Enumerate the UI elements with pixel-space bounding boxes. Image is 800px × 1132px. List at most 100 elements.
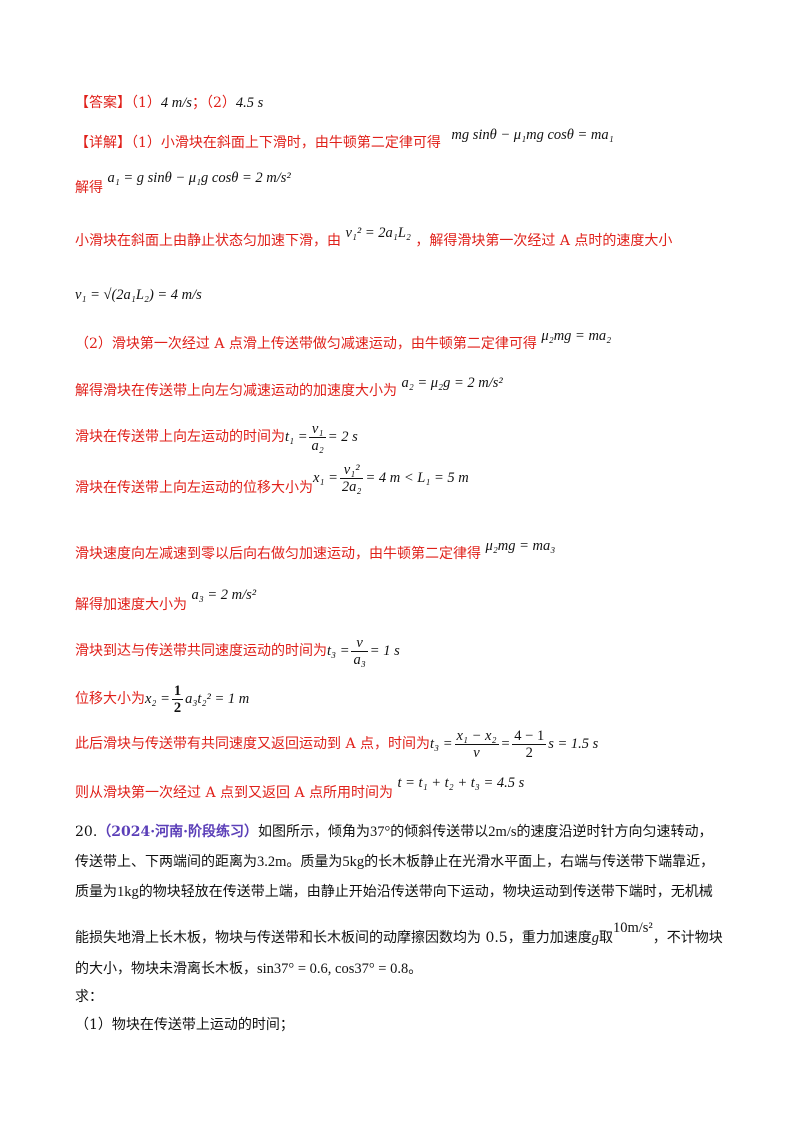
detail-line-4: v₁ = √(2a₁L₂) = 4 m/s	[75, 285, 202, 305]
problem-l4-a: 能损失地滑上长木板，物块与传送带和长木板间的动摩擦因数均为 0.5，重力加速度	[75, 930, 592, 946]
detail-l11-denominator: a₃	[353, 651, 366, 668]
problem-l5-a: 的大小，物块未滑离长木板，	[75, 961, 257, 977]
detail-l11-numerator: v	[351, 635, 368, 652]
detail-l8-denominator: 2a₂	[341, 478, 362, 495]
problem-l1-a: 如图所示，倾角为	[257, 824, 370, 840]
detail-l7-numerator: v₁	[309, 421, 326, 438]
detail-l12-rhs: a₃t₂² = 1 m	[185, 691, 250, 707]
detail-l13-numerator-2: 4 − 1	[512, 727, 547, 745]
problem-l2-b: 。质量为	[286, 854, 343, 870]
detail-l8-lhs: x₁ =	[313, 470, 338, 486]
detail-l1-equation: mg sinθ − μ₁mg cosθ = ma₁	[451, 127, 614, 143]
detail-line-9: 滑块速度向左减速到零以后向右做匀加速运动，由牛顿第二定律得 μ₂mg = ma₃	[75, 538, 555, 564]
problem-angle: 37°	[369, 824, 391, 840]
detail-l10-equation: a₃ = 2 m/s²	[191, 587, 257, 603]
answer-part1-label: （1）	[131, 95, 161, 111]
detail-l12-denominator: 2	[173, 699, 182, 716]
detail-line-6: 解得滑块在传送带上向左匀减速运动的加速度大小为 a₂ = μ₂g = 2 m/s…	[75, 375, 503, 401]
detail-l3-text-a: 小滑块在斜面上由静止状态匀加速下滑，由	[75, 233, 341, 249]
problem-l3-a: 质量为	[75, 884, 117, 900]
detail-l3-text-b: ，解得滑块第一次经过 A 点时的速度大小	[415, 233, 673, 249]
detail-line-2: 解得 a₁ = g sinθ − μ₁g cosθ = 2 m/s²	[75, 170, 291, 198]
detail-line-10: 解得加速度大小为 a₃ = 2 m/s²	[75, 587, 256, 615]
problem-l4-c: ，不计物块	[652, 930, 723, 946]
problem-gravity-symbol: g	[591, 930, 599, 946]
problem-q1-text: （1）物块在传送带上运动的时间；	[75, 1017, 294, 1033]
problem-trig-values: sin37° = 0.6, cos37° = 0.8	[257, 961, 409, 977]
detail-tag: 【详解】	[75, 135, 131, 151]
detail-l12-numerator: 1	[171, 682, 184, 700]
detail-l3-equation: v₁² = 2a₁L₂	[345, 225, 411, 241]
detail-line-3: 小滑块在斜面上由静止状态匀加速下滑，由 v₁² = 2a₁L₂ ，解得滑块第一次…	[75, 225, 673, 251]
detail-l12-text: 位移大小为	[75, 691, 145, 707]
problem-block-mass: 1kg	[117, 884, 139, 900]
detail-l13-equals: =	[500, 736, 511, 752]
problem-line-2: 传送带上、下两端间的距离为3.2m。质量为5kg的长木板静止在光滑水平面上，右端…	[75, 852, 714, 872]
detail-l10-text: 解得加速度大小为	[75, 597, 187, 613]
detail-l7-lhs: t₁ =	[285, 429, 308, 445]
problem-number: 20.	[75, 824, 98, 840]
problem-l5-b: 。	[408, 961, 423, 977]
answer-part2-label: （2）	[205, 95, 236, 111]
problem-belt-speed: 2m/s	[488, 824, 517, 840]
detail-l11-text: 滑块到达与传送带共同速度运动的时间为	[75, 643, 327, 659]
detail-l13-numerator-1: x₁ − x₂	[454, 727, 499, 745]
detail-l13-text: 此后滑块与传送带有共同速度又返回运动到 A 点，时间为	[75, 736, 431, 752]
detail-line-5: （2）滑块第一次经过 A 点滑上传送带做匀减速运动，由牛顿第二定律可得 μ₂mg…	[75, 328, 611, 354]
detail-l9-equation: μ₂mg = ma₃	[485, 538, 556, 554]
detail-l14-text: 则从滑块第一次经过 A 点到又返回 A 点所用时间为	[75, 785, 394, 801]
detail-l7-rhs: = 2 s	[327, 429, 358, 445]
detail-l12-lhs: x₂ =	[145, 691, 170, 707]
detail-l9-text: 滑块速度向左减速到零以后向右做匀加速运动，由牛顿第二定律得	[75, 546, 481, 562]
problem-source: （2024·河南·阶段练习）	[97, 824, 258, 840]
problem-l2-c: 的长木板静止在光滑水平面上，右端与传送带下端靠近，	[364, 854, 715, 870]
problem-line-3: 质量为1kg的物块轻放在传送带上端，由静止开始沿传送带向下运动，物块运动到传送带…	[75, 882, 713, 902]
detail-l8-numerator: v₁²	[339, 462, 364, 479]
detail-l5-equation: μ₂mg = ma₂	[541, 328, 612, 344]
detail-l8-rhs: = 4 m < L₁ = 5 m	[365, 470, 469, 486]
detail-line-14: 则从滑块第一次经过 A 点到又返回 A 点所用时间为 t = t₁ + t₂ +…	[75, 775, 524, 803]
problem-line-4: 能损失地滑上长木板，物块与传送带和长木板间的动摩擦因数均为 0.5，重力加速度g…	[75, 920, 723, 948]
answer-part2-value: 4.5 s	[235, 95, 264, 111]
problem-l2-a: 传送带上、下两端间的距离为	[75, 854, 257, 870]
detail-l7-denominator: a₂	[311, 437, 324, 454]
detail-line-1: 【详解】（1）小滑块在斜面上下滑时，由牛顿第二定律可得 mg sinθ − μ₁…	[75, 127, 614, 153]
problem-l3-b: 的物块轻放在传送带上端，由静止开始沿传送带向下运动，物块运动到传送带下端时，无机…	[138, 884, 713, 900]
problem-board-mass: 5kg	[342, 854, 365, 870]
detail-l6-text: 解得滑块在传送带上向左匀减速运动的加速度大小为	[75, 383, 397, 399]
detail-l7-text: 滑块在传送带上向左运动的时间为	[75, 429, 285, 445]
detail-l2-equation: a₁ = g sinθ − μ₁g cosθ = 2 m/s²	[107, 170, 291, 186]
problem-line-5: 的大小，物块未滑离长木板，sin37° = 0.6, cos37° = 0.8。	[75, 959, 422, 979]
problem-belt-length: 3.2m	[257, 854, 287, 870]
detail-l13-denominator-1: v	[473, 744, 480, 761]
problem-ask: 求：	[75, 987, 103, 1007]
detail-l5-text: （2）滑块第一次经过 A 点滑上传送带做匀减速运动，由牛顿第二定律可得	[75, 336, 537, 352]
answer-separator: ；	[191, 95, 206, 111]
detail-l11-lhs: t₃ =	[327, 643, 350, 659]
problem-l1-c: 的速度沿逆时针方向匀速转动，	[516, 824, 713, 840]
detail-l1-text: （1）小滑块在斜面上下滑时，由牛顿第二定律可得	[131, 135, 441, 151]
detail-l2-text: 解得	[75, 180, 103, 196]
detail-l6-equation: a₂ = μ₂g = 2 m/s²	[401, 375, 503, 391]
problem-ask-text: 求：	[75, 989, 103, 1005]
detail-l4-equation: v₁ = √(2a₁L₂) = 4 m/s	[75, 287, 202, 303]
answer-tag: 【答案】	[75, 95, 131, 111]
problem-l1-b: 的倾斜传送带以	[390, 824, 489, 840]
detail-l14-equation: t = t₁ + t₂ + t₃ = 4.5 s	[397, 775, 525, 791]
answer-part1-value: 4 m/s	[160, 95, 192, 111]
problem-gravity-value: 10m/s²	[612, 920, 653, 936]
problem-question-1: （1）物块在传送带上运动的时间；	[75, 1015, 294, 1035]
problem-l4-b: 取	[598, 930, 613, 946]
detail-l11-rhs: = 1 s	[369, 643, 400, 659]
